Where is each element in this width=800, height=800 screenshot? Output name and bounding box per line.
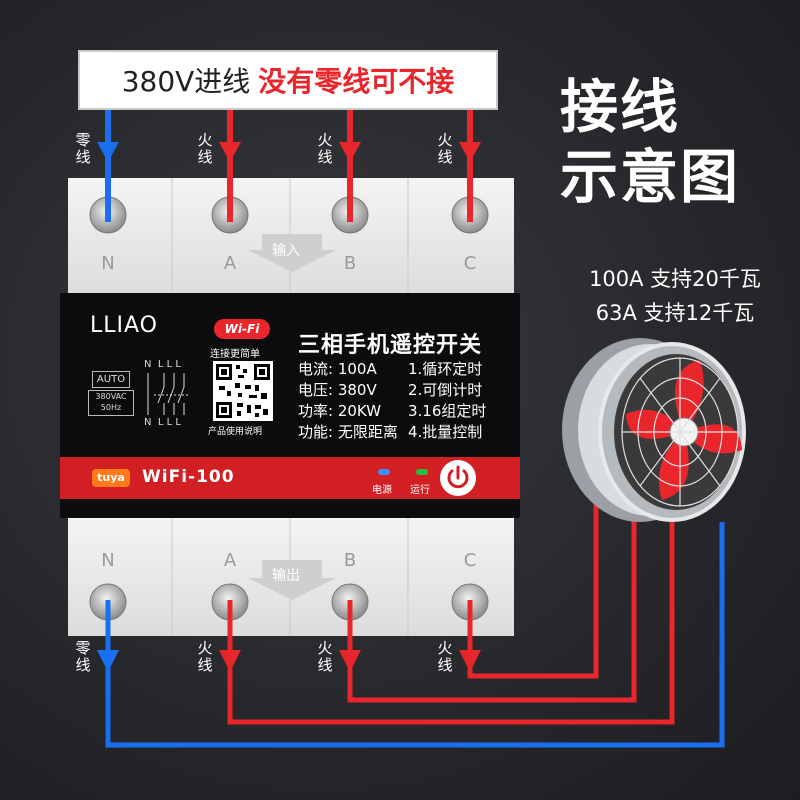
title-line-2: 示意图 [560,143,741,211]
bottom-label-live-b: 火线 [317,639,333,674]
capacity-spec: 100A 支持20千瓦 63A 支持12千瓦 [555,262,795,330]
run-led [416,469,428,475]
terminal-b-top: B [343,253,357,274]
spec-key: 电流: 100A [298,360,377,378]
spec-key: 功率: 20KW [298,402,382,420]
bottom-label-live-c: 火线 [437,639,453,674]
input-arrowheads [97,142,481,162]
terminal-b-bottom: B [343,550,357,571]
top-label-neutral: 零线 [75,131,91,166]
product-title: 三相手机遥控开关 [298,333,483,358]
spec-value: 2.可倒计时 [408,381,483,399]
spec-key: 功能: 无限距离 [298,423,398,441]
terminal-c-top: C [463,253,477,274]
banner-red-text: 没有零线可不接 [258,65,455,98]
tuya-logo: tuya [92,469,130,487]
circuit-top-label: N L L L [144,359,181,370]
front-panel: LLIAO AUTO 380VAC 50Hz N L L L N L L L W… [60,293,520,518]
terminal-n-top: N [101,253,115,274]
banner-white-text: 380V进线 [121,65,251,98]
wifi-caption: 连接更简单 [210,349,260,360]
title-line-1: 接线 [560,73,681,141]
voltage-rating: 380VAC 50Hz [88,390,134,416]
qr-code-icon [213,361,273,421]
bottom-label-neutral: 零线 [75,639,91,674]
circuit-bottom-label: N L L L [144,417,181,428]
volt-line-1: 380VAC [95,392,127,401]
brand-logo: LLIAO [90,313,158,338]
arrow-down-icon [248,560,336,600]
model-name: WiFi-100 [142,467,235,487]
arrow-down-icon [248,234,336,272]
power-button[interactable] [440,460,476,496]
circuit-symbol-icon [147,373,188,415]
qr-caption: 产品使用说明 [208,427,263,437]
spec-row: 功能: 无限距离 4.批量控制 [298,421,498,442]
top-label-live-a: 火线 [197,131,213,166]
spec-value: 4.批量控制 [408,423,483,441]
spec-line-1: 100A 支持20千瓦 [589,267,761,291]
spec-line-2: 63A 支持12千瓦 [595,301,755,325]
volt-line-2: 50Hz [100,403,122,412]
page-title: 接线 示意图 [560,72,740,212]
spec-value: 3.16组定时 [408,402,487,420]
run-led-label: 运行 [410,485,430,496]
top-label-live-c: 火线 [437,131,453,166]
spec-key: 电压: 380V [298,381,377,399]
spec-row: 功率: 20KW 3.16组定时 [298,400,498,421]
input-wires [105,108,473,222]
wifi-icon: Wi-Fi [214,319,270,339]
spec-row: 电流: 100A 1.循环定时 [298,358,498,379]
power-icon [447,465,469,489]
input-voltage-banner: 380V进线 没有零线可不接 [78,50,498,110]
spec-row: 电压: 380V 2.可倒计时 [298,379,498,400]
status-bar: tuya WiFi-100 电源 运行 [60,457,520,499]
input-label: 输入 [272,243,300,259]
top-label-live-b: 火线 [317,131,333,166]
auto-label: AUTO [92,371,130,388]
terminal-n-bottom: N [101,550,115,571]
power-led [378,469,390,475]
bottom-label-live-a: 火线 [197,639,213,674]
power-led-label: 电源 [372,485,392,496]
output-label: 输出 [272,568,300,584]
fan-icon [562,338,746,522]
terminal-c-bottom: C [463,550,477,571]
spec-value: 1.循环定时 [408,360,483,378]
terminal-a-bottom: A [223,550,237,571]
output-arrowheads [97,650,481,672]
terminal-a-top: A [223,253,237,274]
